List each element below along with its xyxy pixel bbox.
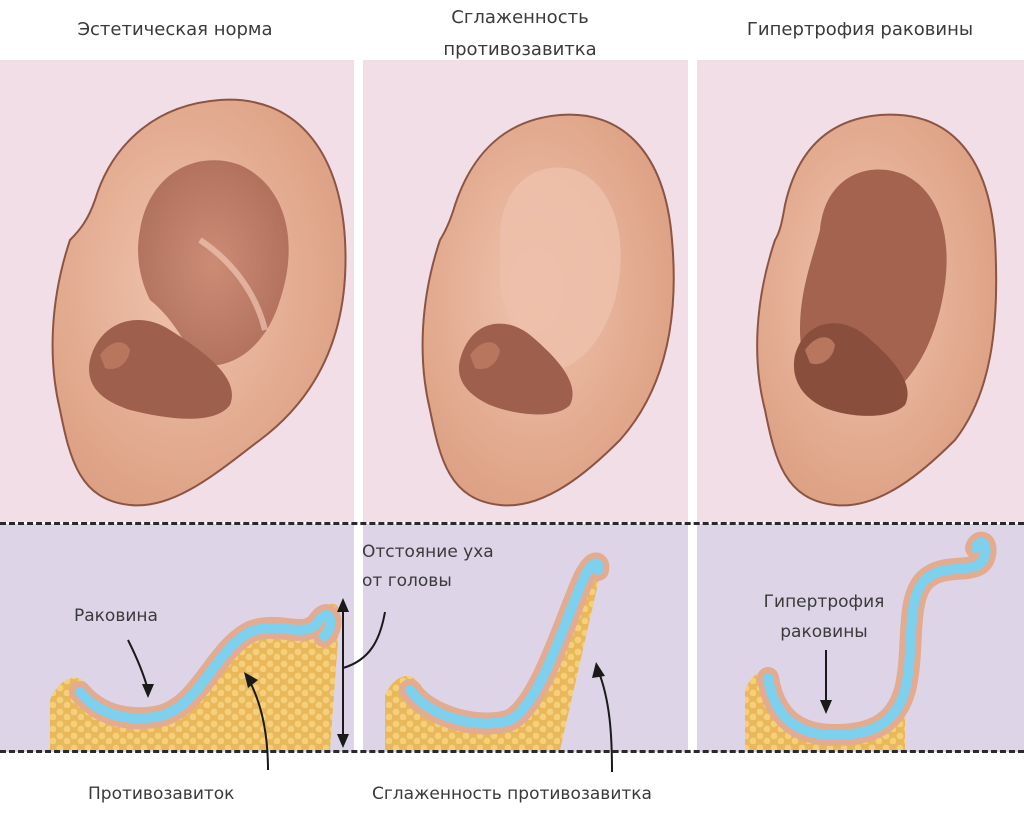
label-distance-line1: Отстояние уха <box>362 542 494 562</box>
label-smooth-antihelix: Сглаженность противозавитка <box>372 784 652 804</box>
label-concha: Раковина <box>74 606 158 626</box>
dashed-line-bottom <box>0 750 1024 753</box>
title-hyper: Гипертрофия раковины <box>746 19 974 40</box>
distance-leader <box>342 611 386 669</box>
arrow-smooth-antihelix <box>597 669 613 773</box>
label-antihelix: Противозавиток <box>88 784 235 804</box>
title-normal: Эстетическая норма <box>77 19 273 40</box>
section-concha-hypertrophy <box>745 531 997 750</box>
ear-concha-hypertrophy <box>756 113 998 507</box>
ear-normal <box>51 98 347 507</box>
ear-smooth-antihelix <box>421 113 675 507</box>
title-smooth-line2: противозавитка <box>443 39 597 60</box>
label-distance-line2: от головы <box>362 571 452 591</box>
section-normal <box>50 603 342 750</box>
arrow-concha <box>127 639 149 691</box>
dashed-line-top <box>0 522 1024 525</box>
label-hypertrophy-line1: Гипертрофия <box>763 592 885 612</box>
section-smooth-antihelix <box>385 552 610 750</box>
arrow-heads <box>142 598 832 748</box>
title-smooth-line1: Сглаженность <box>451 7 589 28</box>
label-hypertrophy-line2: раковины <box>780 622 868 642</box>
